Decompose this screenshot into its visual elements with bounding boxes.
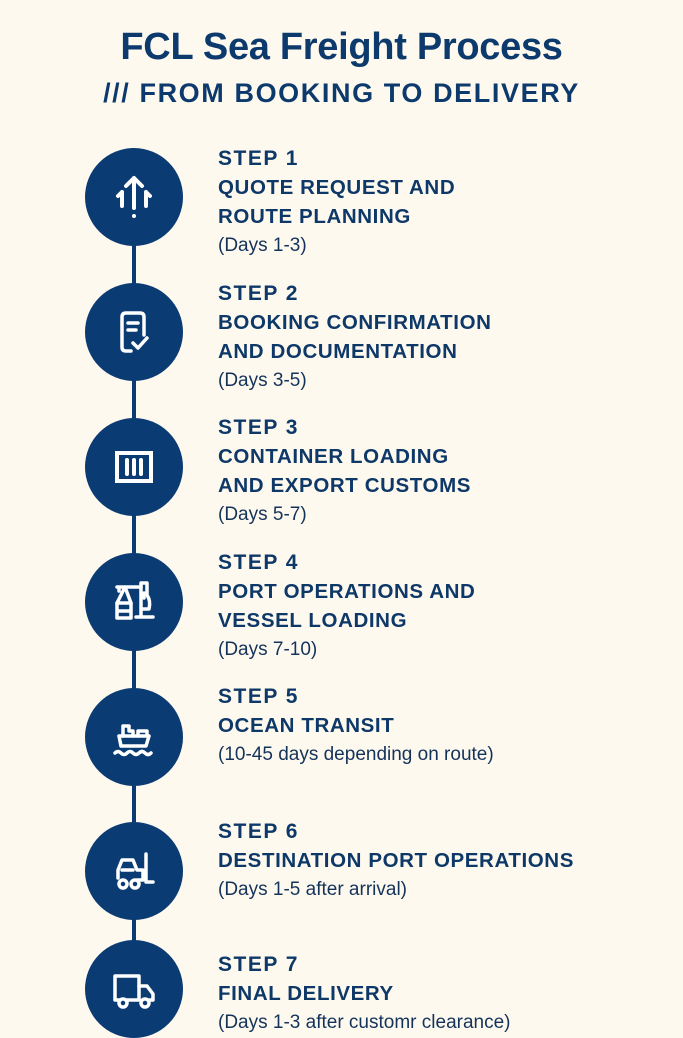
- step-title-line: VESSEL LOADING: [218, 609, 408, 632]
- step-title-line: ROUTE PLANNING: [218, 205, 411, 228]
- step-5-icon-badge: [85, 688, 183, 786]
- step-duration: (Days 3-5): [218, 370, 307, 391]
- step-title-line: DESTINATION PORT OPERATIONS: [218, 849, 574, 872]
- step-6: STEP 6 DESTINATION PORT OPERATIONS (Days…: [218, 817, 658, 904]
- ship-icon: [113, 724, 153, 757]
- port-crane-icon: [115, 581, 155, 620]
- step-label: STEP 4: [218, 551, 299, 574]
- container-icon: [115, 451, 153, 483]
- step-7-icon-badge: [85, 940, 183, 1038]
- step-title-line: OCEAN TRANSIT: [218, 714, 395, 737]
- step-duration: (Days 7-10): [218, 639, 318, 660]
- step-label: STEP 2: [218, 282, 299, 305]
- step-4-icon-badge: [85, 553, 183, 651]
- step-title-line: FINAL DELIVERY: [218, 982, 394, 1005]
- step-duration: (10-45 days depending on route): [218, 744, 494, 765]
- document-check-icon: [120, 311, 149, 353]
- step-5: STEP 5 OCEAN TRANSIT (10-45 days dependi…: [218, 682, 658, 769]
- step-2: STEP 2 BOOKING CONFIRMATION AND DOCUMENT…: [218, 279, 658, 395]
- step-title-line: AND DOCUMENTATION: [218, 340, 458, 363]
- step-title-line: QUOTE REQUEST AND: [218, 176, 456, 199]
- step-title-line: CONTAINER LOADING: [218, 445, 449, 468]
- step-1: STEP 1 QUOTE REQUEST AND ROUTE PLANNING …: [218, 144, 658, 260]
- step-title-line: BOOKING CONFIRMATION: [218, 311, 492, 334]
- step-title-line: AND EXPORT CUSTOMS: [218, 474, 472, 497]
- forklift-icon: [116, 852, 155, 890]
- arrows-up-icon: [116, 176, 152, 218]
- step-duration: (Days 1-3): [218, 235, 307, 256]
- step-label: STEP 5: [218, 685, 299, 708]
- page-title: FCL Sea Freight Process: [120, 26, 563, 68]
- step-label: STEP 3: [218, 416, 299, 439]
- step-label: STEP 7: [218, 953, 299, 976]
- step-3: STEP 3 CONTAINER LOADING AND EXPORT CUST…: [218, 413, 658, 529]
- step-label: STEP 6: [218, 820, 299, 843]
- step-4: STEP 4 PORT OPERATIONS AND VESSEL LOADIN…: [218, 548, 658, 664]
- step-3-icon-badge: [85, 418, 183, 516]
- step-title-line: PORT OPERATIONS AND: [218, 580, 476, 603]
- step-duration: (Days 1-3 after customr clearance): [218, 1012, 511, 1033]
- step-6-icon-badge: [85, 822, 183, 920]
- step-duration: (Days 5-7): [218, 504, 307, 525]
- truck-icon: [113, 974, 155, 1009]
- step-label: STEP 1: [218, 147, 299, 170]
- step-2-icon-badge: [85, 283, 183, 381]
- step-duration: (Days 1-5 after arrival): [218, 879, 407, 900]
- step-1-icon-badge: [85, 148, 183, 246]
- page-subtitle: /// FROM BOOKING TO DELIVERY: [103, 78, 580, 108]
